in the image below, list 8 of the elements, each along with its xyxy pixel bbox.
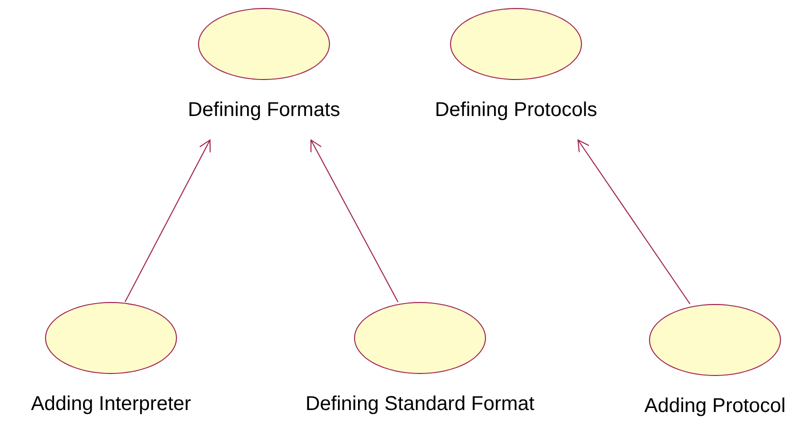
arrow — [578, 140, 690, 304]
use-case-label: Defining Protocols — [434, 98, 598, 122]
use-case-label: Defining Standard Format — [305, 392, 534, 416]
arrow — [124, 140, 211, 302]
use-case-label: Defining Formats — [188, 98, 340, 122]
arrow — [310, 140, 398, 302]
use-case-label: Adding Protocol — [644, 394, 786, 418]
use-case-label: Adding Interpreter — [30, 392, 192, 416]
